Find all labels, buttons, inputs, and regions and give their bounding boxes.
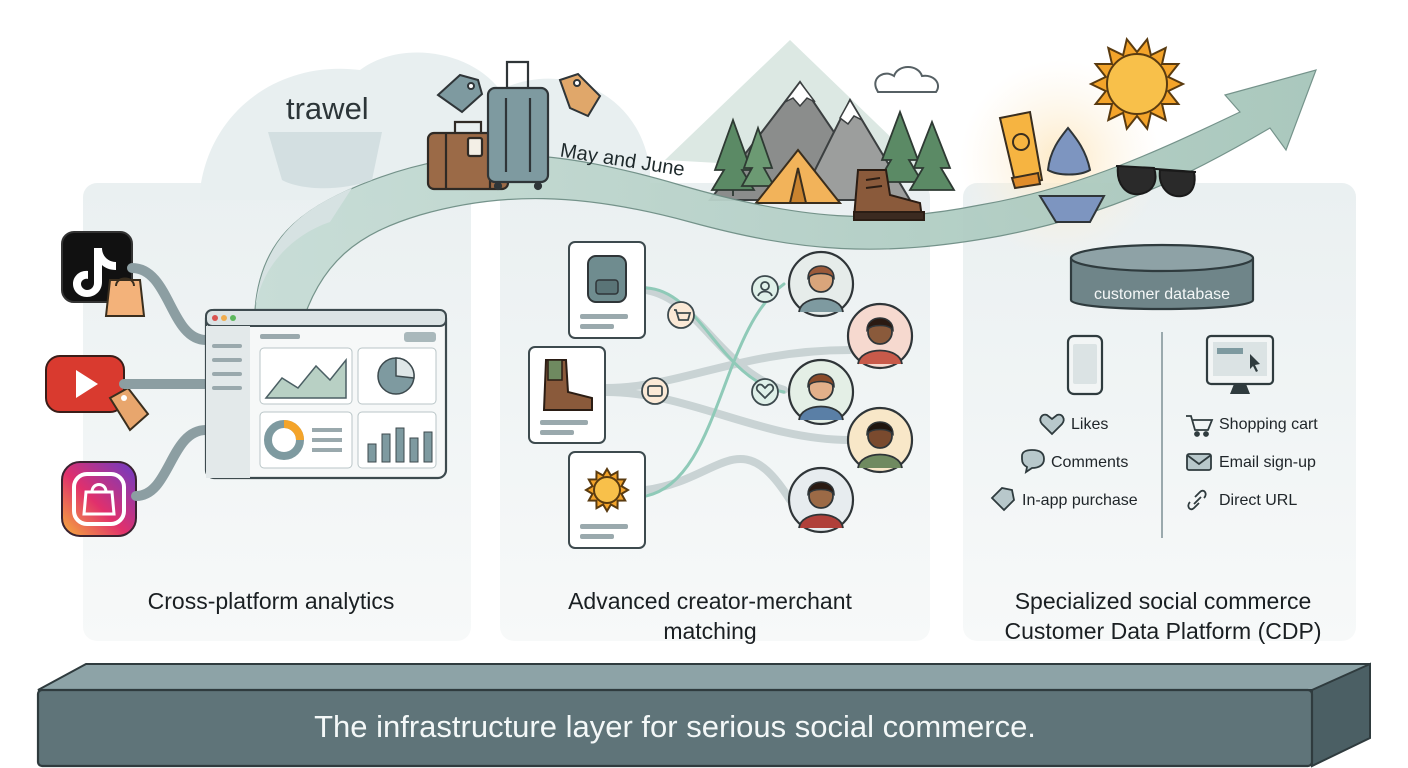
product-card-boots — [528, 346, 606, 444]
heart-icon — [1039, 413, 1065, 436]
creator-avatar — [787, 358, 855, 426]
channel-shopping-cart: Shopping cart — [1219, 416, 1318, 433]
cdp-panel-bg — [963, 183, 1356, 641]
channel-email-sign-up: Email sign-up — [1219, 454, 1316, 471]
instagram-icon — [61, 461, 137, 537]
matching-label: Advanced creator-merchant matching — [500, 586, 920, 646]
bikini-icon — [1038, 126, 1106, 223]
channel-direct-url: Direct URL — [1219, 492, 1298, 509]
creator-avatars — [787, 250, 914, 534]
creator-avatar — [787, 466, 855, 534]
cdp-label-line2: Customer Data Platform (CDP) — [1004, 618, 1322, 644]
banner-slab — [36, 662, 1371, 768]
channel-likes: Likes — [1071, 416, 1109, 433]
comment-icon — [1021, 449, 1045, 474]
connector-badges — [641, 275, 779, 406]
matching-label-line1: Advanced creator-merchant — [568, 588, 852, 614]
analytics-dashboard — [204, 308, 448, 480]
creator-avatar — [846, 302, 914, 370]
mobile-phone-icon — [1066, 334, 1104, 396]
rolling-luggage-icon — [486, 60, 550, 191]
sunscreen-icon — [998, 110, 1044, 190]
youtube-icon — [45, 355, 150, 432]
cloud-icon — [874, 66, 940, 93]
cdp-label: Specialized social commerce Customer Dat… — [963, 586, 1363, 646]
pine-trees-icon — [710, 109, 956, 196]
email-icon — [1186, 453, 1212, 471]
heart-badge-icon — [755, 383, 775, 400]
analytics-label: Cross-platform analytics — [147, 588, 395, 614]
database-label: customer database — [1094, 286, 1230, 303]
backpack-icon — [587, 255, 627, 303]
tent-icon — [753, 148, 843, 204]
channel-in-app-purchase: In-app purchase — [1022, 492, 1138, 509]
store-badge-icon — [647, 385, 663, 397]
tag-icon — [990, 487, 1015, 512]
arrow-tail — [255, 188, 352, 310]
channel-comments: Comments — [1051, 454, 1129, 471]
matching-label-line2: matching — [663, 618, 757, 644]
creator-avatar — [846, 406, 914, 474]
link-icon — [1187, 489, 1207, 511]
tiktok-icon — [61, 231, 146, 317]
customer-database-icon — [1069, 243, 1255, 311]
price-tag-icon — [436, 72, 602, 118]
user-badge-icon — [760, 281, 770, 291]
cart-badge-icon — [674, 309, 692, 321]
product-card-backpack — [568, 241, 646, 339]
banner-text: The infrastructure layer for serious soc… — [314, 709, 1036, 744]
social-connectors — [119, 263, 211, 501]
sunglasses-icon — [1115, 164, 1197, 198]
hiking-boot-icon — [852, 169, 925, 221]
small-sun-icon — [584, 467, 630, 513]
product-card-sun — [568, 451, 646, 549]
brand-wordmark: trawel — [286, 91, 369, 126]
creator-avatar — [787, 250, 855, 318]
sun-icon — [1088, 36, 1186, 132]
desktop-monitor-icon — [1205, 334, 1275, 394]
shopping-cart-icon — [1186, 415, 1214, 431]
brand-base — [268, 132, 382, 189]
cdp-label-line1: Specialized social commerce — [1014, 588, 1312, 614]
